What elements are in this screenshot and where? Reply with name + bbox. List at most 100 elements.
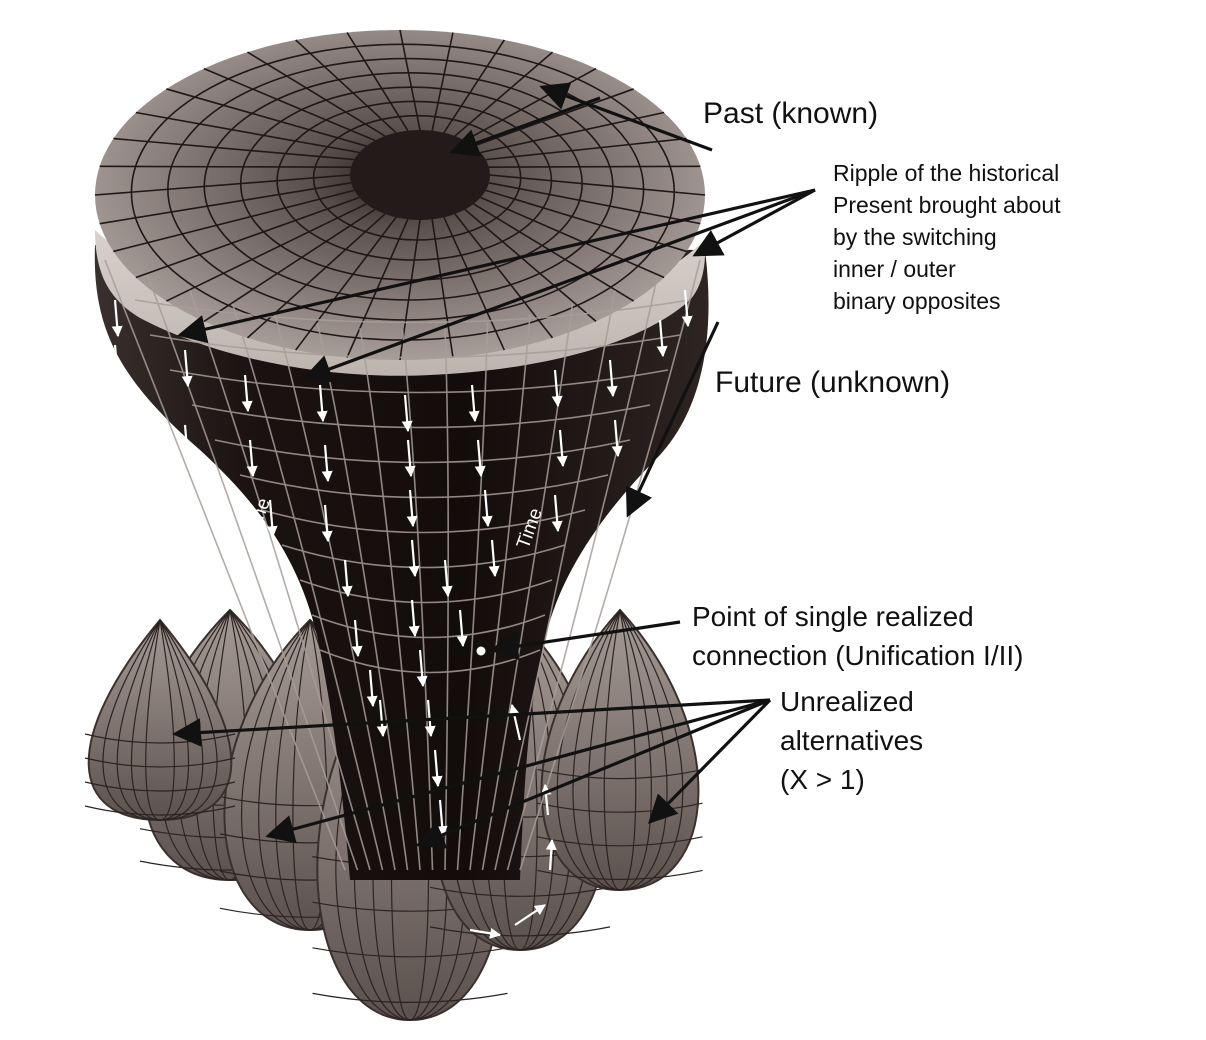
return-arrow	[545, 838, 557, 871]
time-arrow	[181, 349, 193, 388]
mesh-meridian	[146, 275, 359, 871]
future-arrow	[625, 321, 720, 518]
torus-spoke	[473, 88, 634, 147]
time-arrow	[468, 384, 480, 423]
torus-mesh	[94, 29, 706, 361]
mesh-meridian	[359, 328, 421, 871]
time-arrow	[656, 319, 668, 358]
lobe-line	[619, 609, 684, 891]
lobe-line	[159, 619, 204, 821]
time-flow-arrows	[111, 289, 693, 939]
unrealized-arrow-4	[647, 698, 772, 825]
past-arrow-3	[449, 96, 601, 157]
unrealized-lobe	[537, 608, 703, 892]
lobe-line	[603, 609, 621, 891]
time-arrow	[376, 699, 388, 738]
past-torus	[94, 29, 706, 361]
time-arrow	[321, 444, 333, 483]
torus-spoke	[346, 32, 409, 132]
time-arrow	[111, 344, 123, 383]
unrealized-lobe	[84, 618, 236, 822]
time-arrow	[556, 429, 568, 468]
lobe-ring	[312, 992, 508, 1003]
time-arrow	[246, 439, 258, 478]
mesh-arc	[261, 509, 586, 534]
lobe-ring	[84, 805, 236, 816]
lobe-line	[159, 619, 218, 821]
label-ripple-5: binary opposites	[833, 288, 1001, 314]
lobe-line	[116, 619, 161, 821]
label-ripple-1: Ripple of the historical	[833, 160, 1059, 186]
label-point-1: Point of single realized	[692, 601, 974, 632]
time-arrow	[441, 559, 453, 598]
lobe-ring	[429, 926, 611, 937]
time-arrow	[551, 369, 563, 408]
time-arrow	[611, 419, 623, 458]
label-ripple-3: by the switching	[833, 224, 997, 250]
torus-spoke	[399, 29, 421, 131]
lobe-line	[159, 619, 175, 821]
lobe-line	[619, 609, 637, 891]
lobe-ring	[429, 886, 611, 897]
unrealized-arrow-1	[172, 698, 771, 747]
ripple-arrow-2	[302, 188, 816, 383]
label-point-2: connection (Unification I/II)	[692, 640, 1024, 671]
time-arrow	[406, 489, 418, 528]
mesh-arc	[134, 299, 691, 324]
torus-spoke	[464, 208, 597, 323]
torus-spoke	[166, 88, 367, 147]
mesh-arc	[191, 404, 651, 429]
time-arrow	[316, 384, 328, 423]
lobe-line	[130, 619, 161, 821]
time-arrow	[404, 439, 416, 478]
time-arrow	[481, 489, 493, 528]
mesh-meridian	[444, 328, 450, 871]
torus-spoke	[99, 182, 352, 225]
torus-spoke	[203, 208, 376, 323]
unrealized-arrow-2	[265, 698, 771, 844]
mesh-arc	[214, 439, 631, 464]
present-band	[95, 230, 706, 376]
time-arrow	[408, 599, 420, 638]
mesh-arc	[299, 579, 553, 604]
labels: Past (known) Ripple of the historical Pr…	[692, 97, 1061, 795]
lobe-line	[240, 619, 311, 931]
torus-spoke	[295, 216, 397, 351]
return-arrow	[508, 703, 522, 741]
torus-spoke	[99, 165, 352, 168]
return-arrow	[514, 904, 546, 926]
lobe-line	[102, 619, 161, 821]
return-arrow	[469, 927, 502, 939]
time-arrow	[551, 494, 563, 533]
torus-spoke	[443, 39, 505, 134]
time-arrow	[181, 424, 193, 463]
torus-spoke	[443, 216, 506, 351]
lobe-line	[145, 619, 161, 821]
torus-spoke	[480, 111, 665, 154]
time-arrow	[606, 359, 618, 398]
time-arrow	[351, 619, 363, 658]
lobe-line	[159, 619, 190, 821]
time-arrow	[681, 289, 693, 328]
ripple-arrow-1	[177, 188, 816, 344]
torus-spoke	[94, 174, 351, 196]
lobe-ring	[84, 733, 236, 744]
mesh-meridian	[189, 290, 371, 871]
time-arrow	[431, 749, 443, 788]
torus-spoke	[473, 203, 635, 302]
mesh-meridian	[274, 314, 396, 871]
torus-spoke	[454, 51, 554, 137]
torus-spoke	[203, 67, 376, 142]
time-arrow	[266, 499, 278, 538]
torus-spoke	[431, 219, 454, 358]
torus-spoke	[485, 137, 687, 161]
torus-hole	[350, 130, 490, 220]
torus-spoke	[488, 165, 701, 168]
lobe-ring	[537, 869, 703, 880]
lobe-line	[588, 609, 621, 891]
label-future: Future (unknown)	[715, 366, 950, 399]
mesh-arc	[281, 544, 566, 569]
unrealized-arrow-3	[415, 698, 771, 849]
